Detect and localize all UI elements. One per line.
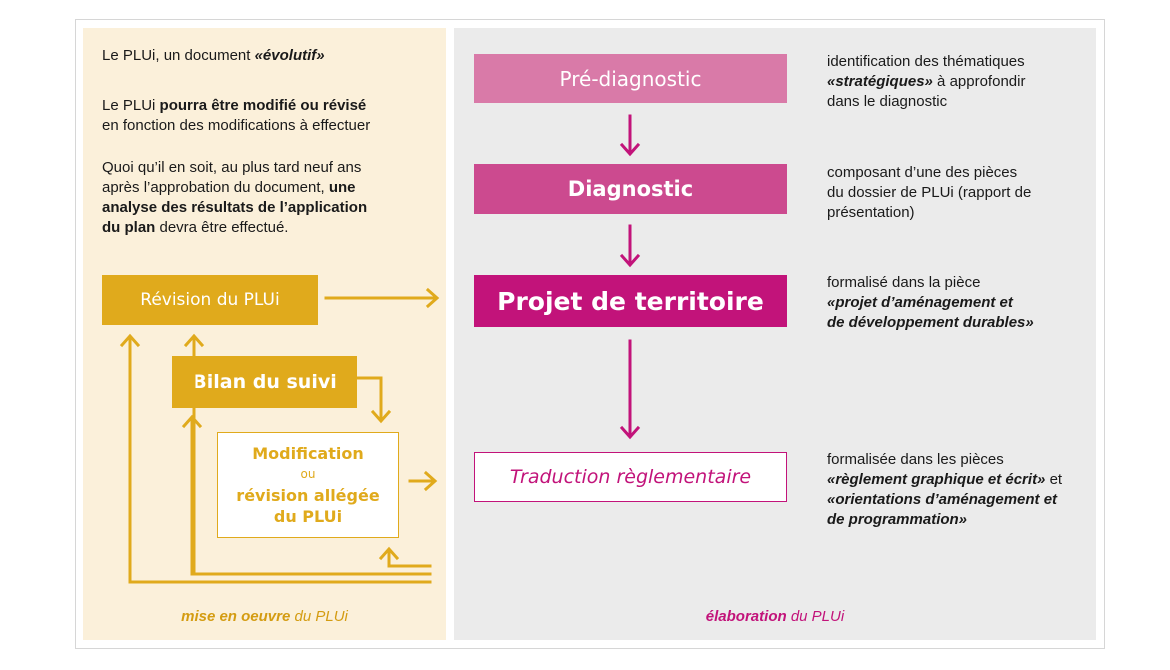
projet-territoire-box: Projet de territoire (474, 275, 787, 327)
arrow-pre-to-diag (619, 114, 641, 157)
arrow-modification-to-traduction (408, 470, 438, 492)
revision-note: Le PLUi pourra être modifié ou révisé en… (102, 97, 371, 134)
implementation-footer: mise en oeuvre du PLUi (181, 608, 348, 625)
arrow-diag-to-projet (619, 224, 641, 268)
arrow-projet-to-trad (619, 339, 641, 440)
implementation-panel (83, 28, 446, 640)
traduction-box: Traduction règlementaire (474, 452, 787, 502)
loop-arrow-middle (183, 333, 432, 576)
pre-diagnostic-desc: identification des thématiques «stratégi… (827, 53, 1026, 110)
pre-diagnostic-box: Pré-diagnostic (474, 54, 787, 103)
elaboration-footer: élaboration du PLUi (705, 608, 845, 625)
loop-arrow-outer (119, 333, 432, 584)
diagnostic-desc: composant d’une des pièces du dossier de… (827, 164, 1032, 221)
elaboration-panel (454, 28, 1096, 640)
projet-desc: formalisé dans la pièce «projet d’aménag… (827, 274, 1034, 331)
arrow-bilan-to-modification (355, 376, 392, 424)
evaluation-note: Quoi qu’il en soit, au plus tard neuf an… (102, 159, 368, 236)
modification-box: Modification ou révision allégée du PLUi (217, 432, 399, 538)
loop-arrow-bilan (181, 414, 203, 576)
bilan-box: Bilan du suivi (172, 356, 357, 408)
revision-box: Révision du PLUi (102, 275, 318, 325)
arrow-revision-to-projet (324, 287, 440, 309)
diagnostic-box: Diagnostic (474, 164, 787, 214)
intro-text: Le PLUi, un document «évolutif» (102, 47, 325, 64)
traduction-desc: formalisée dans les pièces «règlement gr… (827, 451, 1063, 528)
loop-arrow-inner (378, 546, 432, 568)
